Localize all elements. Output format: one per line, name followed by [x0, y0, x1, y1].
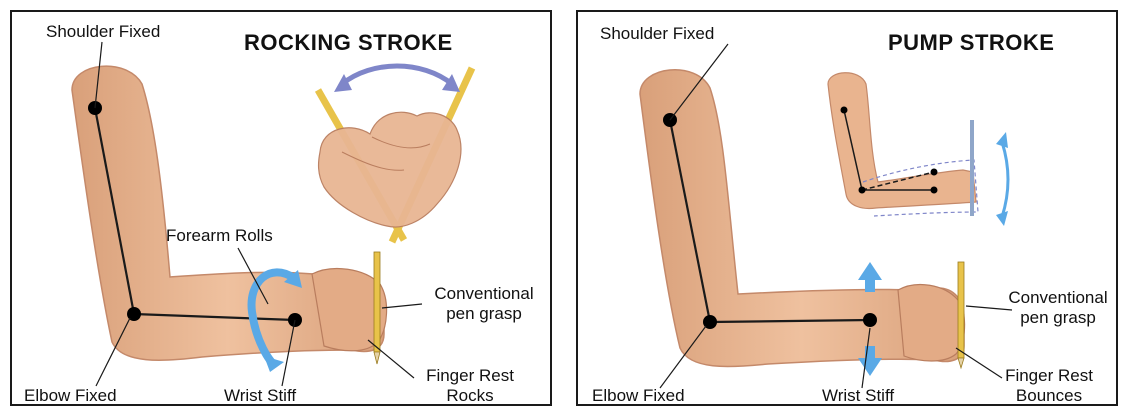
wrist-joint: [863, 313, 877, 327]
label-line: Conventional: [424, 284, 544, 304]
label-line: Finger Rest: [984, 366, 1114, 386]
finger-rest-label: Finger Rest Bounces: [984, 366, 1114, 406]
label-line: Finger Rest: [400, 366, 540, 386]
forearm-rolls-label: Forearm Rolls: [166, 226, 273, 246]
conventional-pen-grasp-label: Conventional pen grasp: [424, 284, 544, 324]
shoulder-fixed-label: Shoulder Fixed: [46, 22, 160, 42]
label-line: pen grasp: [424, 304, 544, 324]
wrist-stiff-label: Wrist Stiff: [224, 386, 296, 406]
rocking-hand-inset: [318, 68, 472, 242]
fist: [898, 285, 965, 361]
pump-arm-inset: [828, 73, 978, 216]
label-line: Rocks: [400, 386, 540, 406]
pump-up-arrow-icon: [858, 262, 882, 292]
rocking-arc-arrow-icon: [334, 66, 460, 92]
shoulder-fixed-label: Shoulder Fixed: [600, 24, 714, 44]
panel-title: PUMP STROKE: [888, 30, 1054, 56]
rocking-stroke-panel: ROCKING STROKE Shoulder Fixed Forearm Ro…: [10, 10, 552, 406]
pump-stroke-panel: PUMP STROKE Shoulder Fixed Conventional …: [576, 10, 1118, 406]
conventional-pen-grasp-label: Conventional pen grasp: [998, 288, 1118, 328]
panel-title: ROCKING STROKE: [244, 30, 453, 56]
pump-stroke-illustration: [578, 12, 1118, 406]
label-line: pen grasp: [998, 308, 1118, 328]
wrist-stiff-label: Wrist Stiff: [822, 386, 894, 406]
rocking-stroke-illustration: [12, 12, 552, 406]
pump-arc-arrow-icon: [996, 132, 1008, 226]
label-line: Conventional: [998, 288, 1118, 308]
elbow-fixed-label: Elbow Fixed: [592, 386, 685, 406]
elbow-fixed-label: Elbow Fixed: [24, 386, 117, 406]
label-line: Bounces: [984, 386, 1114, 406]
finger-rest-label: Finger Rest Rocks: [400, 366, 540, 406]
